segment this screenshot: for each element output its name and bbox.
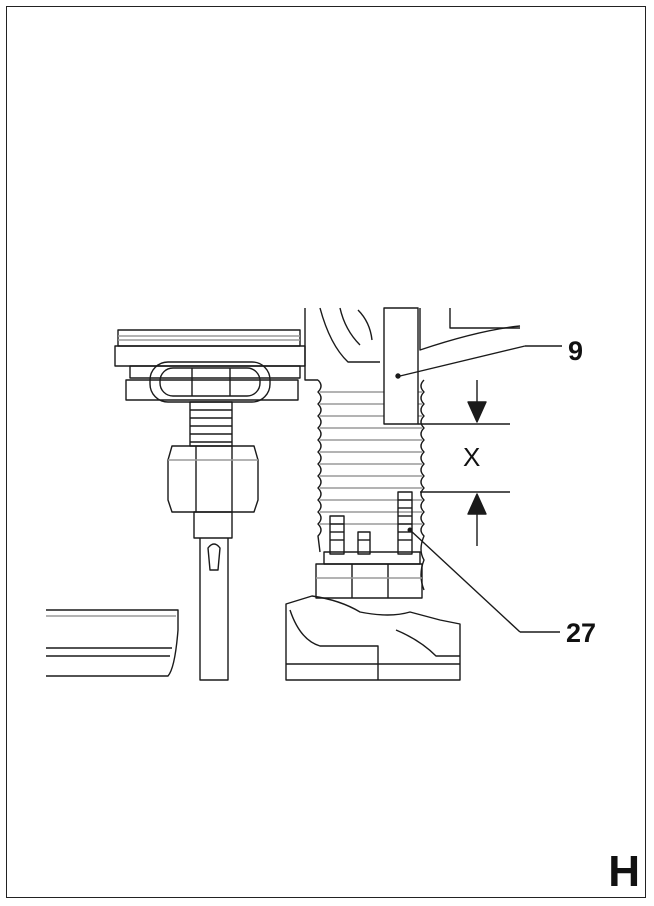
sheet-letter: H xyxy=(608,847,640,896)
clamp-block xyxy=(315,551,423,599)
stud-center xyxy=(357,531,371,555)
upper-housing xyxy=(304,307,521,381)
stud-right-long xyxy=(397,491,413,555)
upper-bracket-left xyxy=(114,329,306,401)
vertical-rod xyxy=(383,307,419,425)
dimension-x xyxy=(418,380,510,546)
lower-mount xyxy=(285,595,461,681)
leader-line-9 xyxy=(399,345,526,377)
threaded-rod xyxy=(189,401,233,447)
dimension-label-x: X xyxy=(463,442,481,472)
bolt-head xyxy=(149,361,271,403)
hex-nut xyxy=(167,445,259,513)
stud-left xyxy=(329,515,345,555)
callout-part-9: 9 xyxy=(568,336,584,366)
callout-part-27: 27 xyxy=(566,618,597,648)
base-plate-left xyxy=(46,609,179,677)
leader-line-27 xyxy=(409,529,521,633)
lower-shank xyxy=(193,511,233,681)
